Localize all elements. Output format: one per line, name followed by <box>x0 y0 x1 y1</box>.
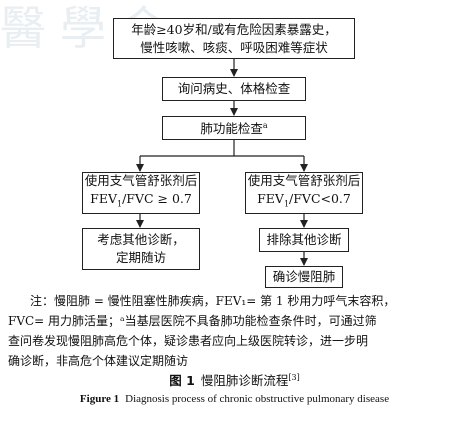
note-line3: 查问卷发现慢阻肺高危个体，疑诊患者应向上级医院转诊，进一步明 <box>8 334 369 348</box>
caption-cn-ref: [3] <box>288 372 300 382</box>
history-label: 询问病史、体格检查 <box>177 81 291 96</box>
left-test-box: 使用支气管舒张剂后 FEV1/FVC ≥ 0.7 <box>82 172 200 214</box>
right-fev-rest: /FVC<0.7 <box>289 191 351 207</box>
left-test-line1: 使用支气管舒张剂后 <box>84 173 198 189</box>
confirm-label: 确诊慢阻肺 <box>272 269 336 284</box>
caption-cn-text: 慢阻肺诊断流程 <box>200 373 289 388</box>
start-line2: 慢性咳嗽、咳痰、呼吸困难等症状 <box>140 39 328 55</box>
exclude-label: 排除其他诊断 <box>266 232 342 247</box>
right-fev-prefix: FEV <box>257 191 284 207</box>
lung-test-text: 肺功能检查 <box>200 121 263 137</box>
left-test-line2: FEV1/FVC ≥ 0.7 <box>90 190 192 214</box>
lung-test-box: 肺功能检查a <box>162 116 306 140</box>
figure-caption-cn: 图 1 慢阻肺诊断流程[3] <box>0 370 469 389</box>
confirm-box: 确诊慢阻肺 <box>265 266 343 288</box>
figure-caption-en: Figure 1 Diagnosis process of chronic obs… <box>0 393 469 405</box>
exclude-box: 排除其他诊断 <box>259 228 349 252</box>
caption-en-label: Figure 1 <box>79 393 120 405</box>
left-fev-rest: /FVC ≥ 0.7 <box>122 191 192 207</box>
left-result-line2: 定期随访 <box>115 250 166 265</box>
flow-connectors <box>136 59 308 266</box>
right-test-line1: 使用支气管舒张剂后 <box>247 173 361 189</box>
right-test-line2: FEV1/FVC<0.7 <box>257 190 351 214</box>
start-box: 年龄≥40岁和/或有危险因素暴露史， 慢性咳嗽、咳痰、呼吸困难等症状 <box>113 18 355 59</box>
left-fev-sub: 1 <box>116 199 123 209</box>
left-result-line1: 考虑其他诊断， <box>97 232 185 247</box>
note-line2: FVC= 用力肺活量；ᵃ当基层医院不具备肺功能检查条件时，可通过筛 <box>8 314 377 328</box>
note-line1: 注：慢阻肺 = 慢性阻塞性肺疾病，FEV₁= 第 1 秒用力呼气末容积， <box>30 294 396 308</box>
caption-cn-label: 图 1 <box>169 373 195 388</box>
lung-test-mark: a <box>262 121 268 131</box>
note-line4: 确诊断，非高危个体建议定期随访 <box>8 354 189 368</box>
history-box: 询问病史、体格检查 <box>162 77 306 101</box>
left-result-box: 考虑其他诊断， 定期随访 <box>82 228 200 270</box>
left-fev-prefix: FEV <box>90 191 117 207</box>
lung-test-label: 肺功能检查a <box>200 117 267 138</box>
right-test-box: 使用支气管舒张剂后 FEV1/FVC<0.7 <box>245 172 363 214</box>
caption-en-text: Diagnosis process of chronic obstructive… <box>125 393 390 405</box>
right-fev-sub: 1 <box>283 199 290 209</box>
start-line1: 年龄≥40岁和/或有危险因素暴露史， <box>131 21 337 37</box>
figure-note: 注：慢阻肺 = 慢性阻塞性肺疾病，FEV₁= 第 1 秒用力呼气末容积， FVC… <box>8 291 448 371</box>
